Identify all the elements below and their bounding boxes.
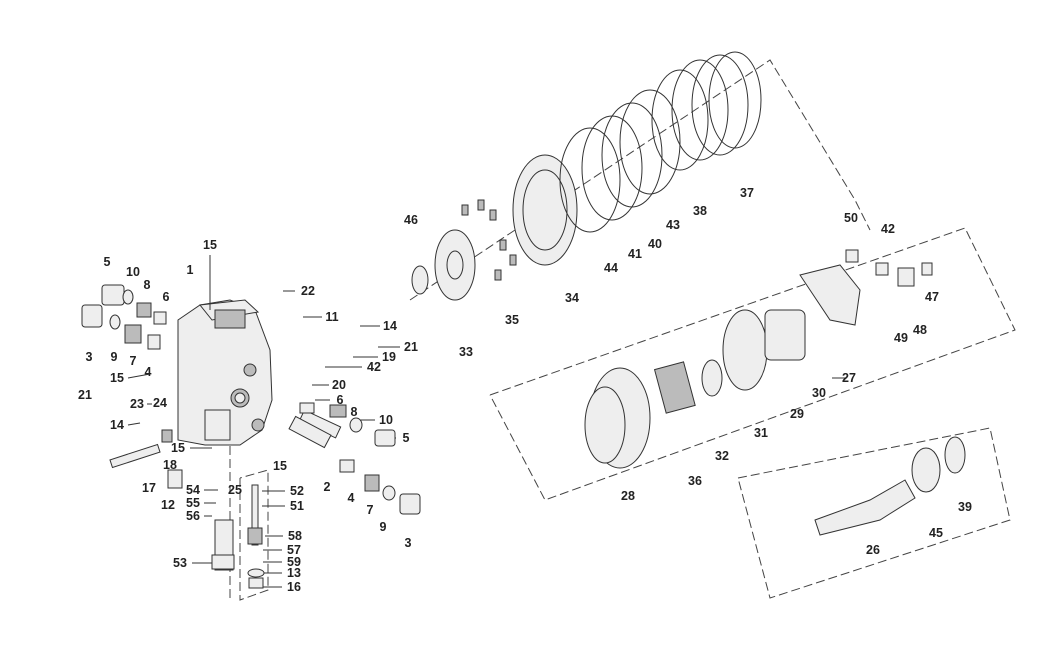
part-callout: 45 [929, 525, 943, 540]
part-callout: 1 [186, 262, 194, 277]
part-callout: 38 [693, 203, 707, 218]
part-callout: 5 [402, 430, 410, 445]
part-callout: 4 [347, 490, 355, 505]
part-callout: 50 [844, 210, 858, 225]
part-callout: 44 [604, 260, 618, 275]
part-callout: 22 [301, 283, 315, 298]
part-callout: 40 [648, 236, 662, 251]
part-callout: 57 [287, 542, 301, 557]
part-callout: 37 [740, 185, 754, 200]
part-callout: 17 [142, 480, 156, 495]
part-callout: 19 [382, 349, 396, 364]
valve-housing [177, 299, 273, 446]
part-callout: 48 [913, 322, 927, 337]
part-callout: 12 [161, 497, 175, 512]
part-callout: 21 [78, 387, 92, 402]
part-callout: 5 [103, 254, 111, 269]
part-callout: 54 [186, 482, 200, 497]
part-callout: 32 [715, 448, 729, 463]
part-callout: 56 [186, 508, 200, 523]
part-callout: 51 [290, 498, 304, 513]
part-callout: 30 [812, 385, 826, 400]
part-callout: 49 [894, 330, 908, 345]
part-callout: 14 [383, 318, 397, 333]
part-callout: 6 [162, 289, 170, 304]
part-callout: 46 [404, 212, 418, 227]
part-callout: 3 [85, 349, 93, 364]
part-callout: 52 [290, 483, 304, 498]
left-components [81, 284, 421, 589]
part-callout: 21 [404, 339, 418, 354]
leader-lines [127, 255, 845, 588]
part-callout: 36 [688, 473, 702, 488]
part-callout: 20 [332, 377, 346, 392]
part-callout: 43 [666, 217, 680, 232]
part-callout: 59 [287, 554, 301, 569]
part-callout: 15 [203, 237, 217, 252]
part-callout: 4 [144, 364, 152, 379]
part-callout: 58 [288, 528, 302, 543]
part-callout: 9 [110, 349, 118, 364]
brake-pack [411, 51, 762, 301]
part-callout: 35 [505, 312, 519, 327]
part-callout: 39 [958, 499, 972, 514]
part-callout: 7 [366, 502, 374, 517]
part-callout: 18 [163, 457, 177, 472]
part-callout: 42 [367, 359, 381, 374]
frame-shaft-group [737, 427, 1011, 599]
part-callout: 11 [325, 309, 339, 324]
part-callout: 26 [866, 542, 880, 557]
part-callout: 9 [379, 519, 387, 534]
part-callout: 33 [459, 344, 473, 359]
part-callout: 16 [287, 579, 301, 594]
part-callout: 14 [110, 417, 124, 432]
part-callout: 47 [925, 289, 939, 304]
part-callout: 31 [754, 425, 768, 440]
part-callout: 2 [323, 479, 331, 494]
part-callout: 3 [404, 535, 412, 550]
part-callout: 34 [565, 290, 579, 305]
frame-piston-group [489, 227, 1016, 501]
part-callout: 15 [110, 370, 124, 385]
part-callout: 41 [628, 246, 642, 261]
frame-valve-group [239, 469, 269, 601]
part-callout: 7 [129, 353, 137, 368]
part-callout: 6 [336, 392, 344, 407]
part-callout: 23 [130, 396, 144, 411]
output-shaft [814, 436, 966, 536]
part-callout: 8 [143, 277, 151, 292]
part-callout: 25 [228, 482, 242, 497]
piston-group [584, 249, 933, 469]
frame-brake-pack [409, 59, 871, 301]
part-callout: 13 [287, 565, 301, 580]
part-callout: 24 [153, 395, 167, 410]
part-callout: 42 [881, 221, 895, 236]
part-callout: 8 [350, 404, 358, 419]
part-callout: 27 [842, 370, 856, 385]
part-callout: 10 [126, 264, 140, 279]
part-callout: 15 [171, 440, 185, 455]
part-callout: 10 [379, 412, 393, 427]
part-callout: 29 [790, 406, 804, 421]
part-callout: 15 [273, 458, 287, 473]
part-callout: 28 [621, 488, 635, 503]
part-callout: 55 [186, 495, 200, 510]
part-callout: 53 [173, 555, 187, 570]
